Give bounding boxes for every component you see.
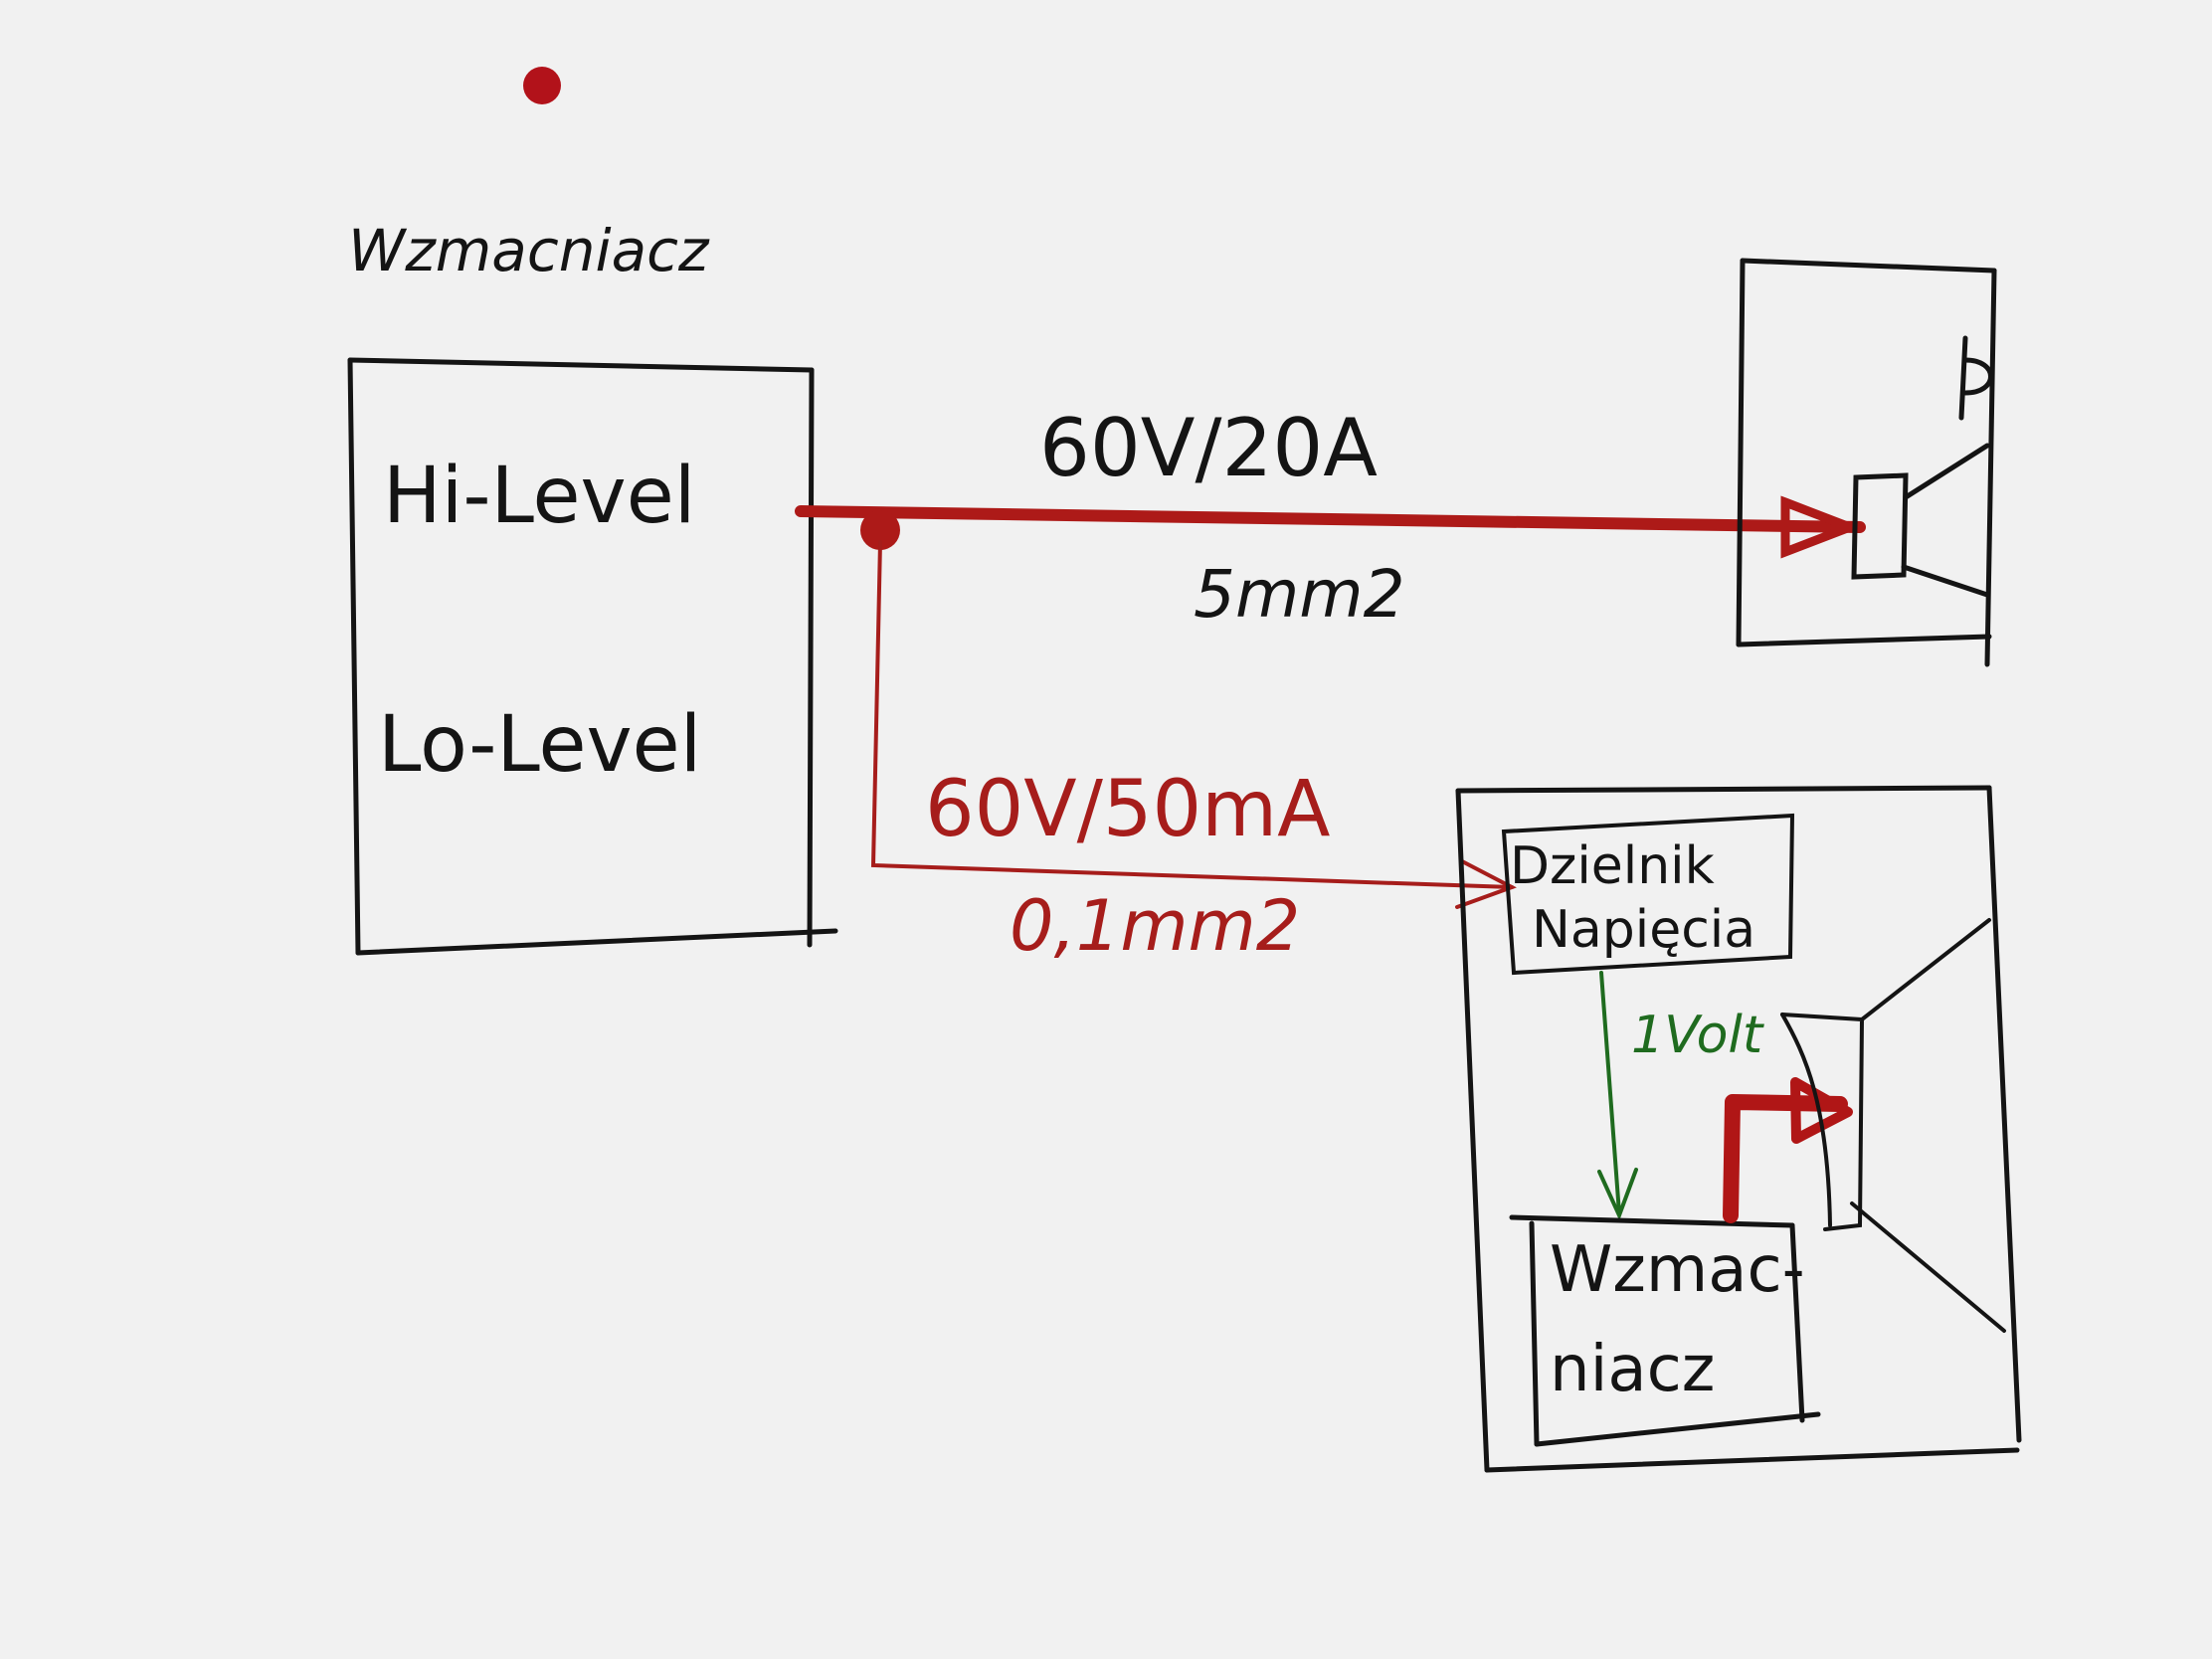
- divider-label-line2: Napięcia: [1532, 900, 1755, 960]
- signal-arrow: [1597, 971, 1638, 1221]
- amplifier-box: [347, 357, 838, 956]
- junction-dot: [860, 510, 900, 550]
- amplifier-title: Wzmacniacz: [348, 217, 710, 284]
- speaker-icon: [1851, 335, 1993, 598]
- internal-amp-label-line2: niacz: [1550, 1333, 1715, 1406]
- passive-speaker-box: [1736, 258, 1997, 667]
- divider-box: [1501, 813, 1795, 976]
- hi-cross-section-label: 5mm2: [1194, 556, 1405, 633]
- divider-label-line1: Dzielnik: [1510, 836, 1715, 896]
- active-speaker-icon: [1780, 918, 2006, 1333]
- lo-voltage-label: 60V/50mA: [925, 765, 1330, 854]
- hi-level-wire: [795, 495, 1866, 559]
- hi-level-label: Hi-Level: [383, 452, 695, 541]
- pointer-dot: [523, 67, 561, 104]
- hi-voltage-label: 60V/20A: [1039, 402, 1378, 494]
- internal-amp-label-line1: Wzmac-: [1550, 1233, 1805, 1307]
- signal-label: 1Volt: [1631, 1006, 1764, 1065]
- lo-level-wire: [870, 540, 1517, 909]
- active-speaker-box: [1455, 785, 2022, 1473]
- lo-cross-section-label: 0,1mm2: [1010, 885, 1300, 967]
- internal-amplifier-box: [1509, 1214, 1821, 1447]
- lo-level-label: Lo-Level: [378, 700, 701, 790]
